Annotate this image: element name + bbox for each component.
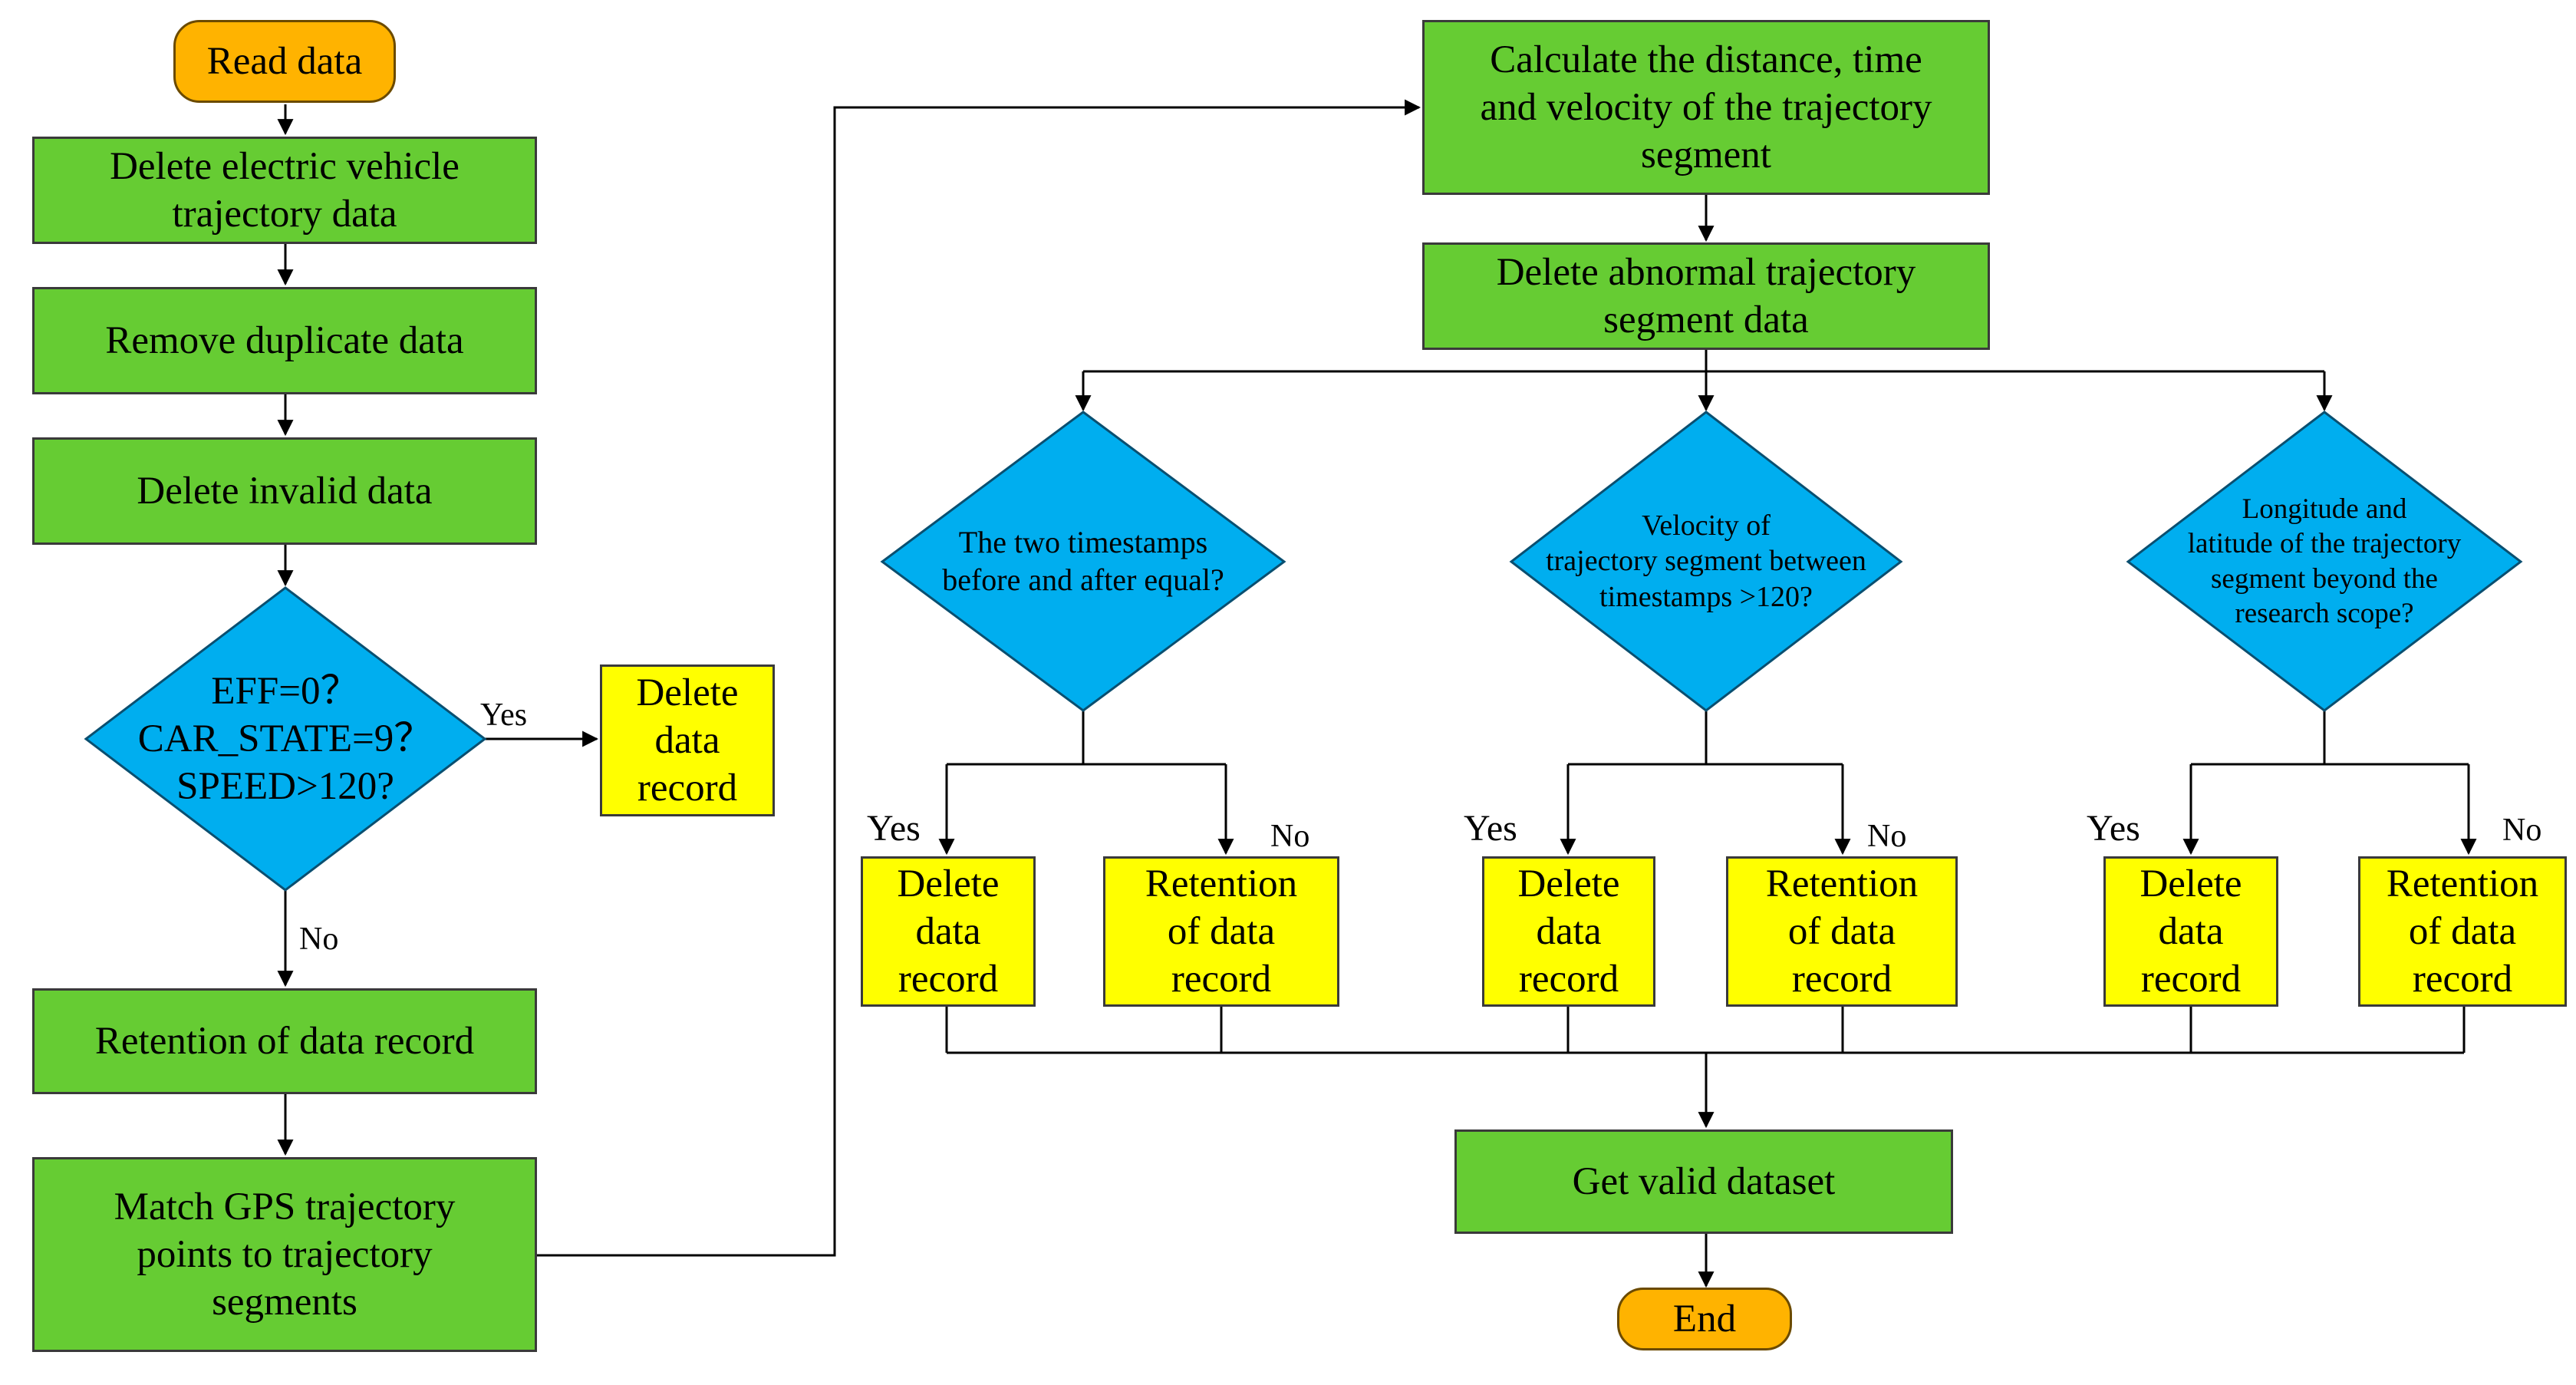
delete-abnormal-node: Delete abnormal trajectory segment data [1422, 242, 1990, 350]
get-valid-dataset-node: Get valid dataset [1454, 1129, 1953, 1234]
arrow-match-to-calc [535, 99, 1421, 1257]
check-velocity-text: Velocity of trajectory segment between t… [1546, 509, 1866, 613]
delete-invalid-node: Delete invalid data [32, 437, 537, 545]
delete-record-b: Delete data record [1482, 856, 1655, 1007]
decision-longlat-shape [2126, 411, 2523, 712]
check-timestamps-text: The two timestamps before and after equa… [942, 524, 1224, 597]
retain-record-b: Retention of data record [1726, 856, 1958, 1007]
label-yes-main: Yes [480, 697, 528, 733]
delete-ev-data-node: Delete electric vehicle trajectory data [32, 137, 537, 244]
retain-record-a: Retention of data record [1103, 856, 1339, 1007]
delete-record-node-1: Delete data record [600, 664, 775, 816]
label-no-b: No [1867, 819, 1907, 854]
label-yes-c: Yes [2087, 808, 2140, 849]
match-gps-node: Match GPS trajectory points to trajector… [32, 1157, 537, 1352]
retention-record-node: Retention of data record [32, 988, 537, 1094]
delete-record-c: Delete data record [2103, 856, 2278, 1007]
decision-velocity-shape [1509, 411, 1903, 712]
delete-record-a: Delete data record [861, 856, 1036, 1007]
end-node: End [1617, 1288, 1792, 1350]
check-fields-text: EFF=0？ CAR_STATE=9？ SPEED>120? [137, 669, 433, 809]
decision-check-fields-shape [84, 586, 487, 892]
decision-timestamps-shape [880, 411, 1286, 712]
label-no-a: No [1270, 819, 1310, 854]
remove-duplicate-node: Remove duplicate data [32, 287, 537, 394]
calculate-segment-node: Calculate the distance, time and velocit… [1422, 20, 1990, 195]
label-no-main: No [299, 922, 339, 957]
retain-record-c: Retention of data record [2358, 856, 2567, 1007]
check-longlat-text: Longitude and latitude of the trajectory… [2187, 493, 2462, 629]
read-data-node: Read data [173, 20, 396, 103]
label-no-c: No [2502, 813, 2542, 848]
label-yes-a: Yes [867, 808, 921, 849]
label-yes-b: Yes [1464, 808, 1517, 849]
